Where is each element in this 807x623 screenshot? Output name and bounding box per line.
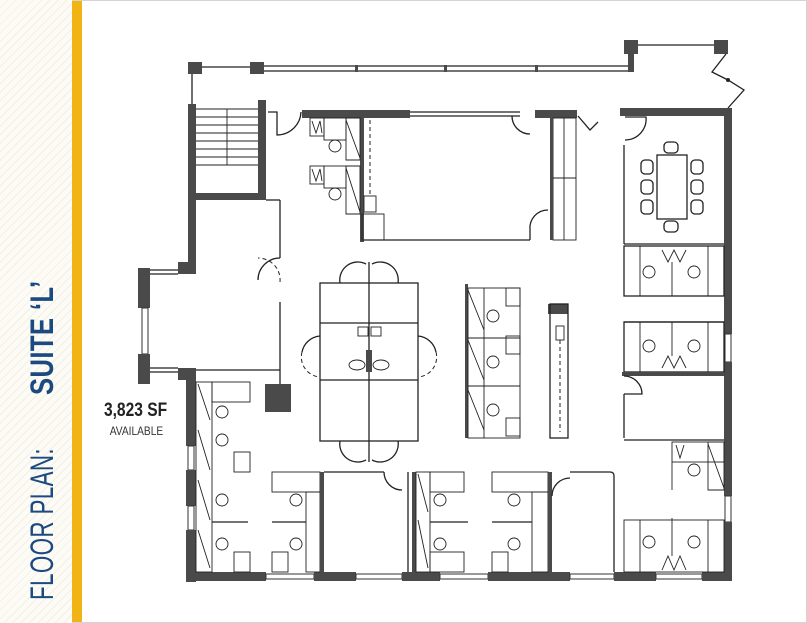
office-south-center	[320, 471, 416, 572]
workstations-center-row	[465, 284, 521, 439]
conference-table-chairs	[640, 141, 704, 233]
workstations-east-lower	[623, 441, 725, 573]
restroom-cluster	[300, 261, 438, 463]
stairwell	[188, 100, 302, 274]
workstations-south-west	[195, 381, 321, 573]
availability-label: AVAILABLE	[109, 424, 163, 438]
accent-bar	[72, 1, 82, 622]
workstations-north-west	[309, 117, 361, 215]
workstations-east-upper	[622, 245, 725, 376]
north-exterior-wall	[188, 40, 745, 109]
availability-block: 3,823 SF AVAILABLE	[96, 400, 176, 440]
west-exterior-wall	[186, 380, 196, 582]
entry-room-west	[138, 199, 291, 412]
area-value: 3,823 SF	[104, 400, 168, 421]
conference-room	[623, 116, 724, 245]
east-exterior-wall	[620, 108, 732, 581]
north-large-office	[302, 110, 599, 242]
office-east	[623, 375, 724, 441]
side-panel-hatch	[0, 0, 72, 623]
workstations-south-center	[415, 471, 552, 573]
south-exterior-wall	[186, 572, 732, 581]
kitchen-counter	[548, 303, 569, 439]
office-south-east	[551, 471, 615, 572]
